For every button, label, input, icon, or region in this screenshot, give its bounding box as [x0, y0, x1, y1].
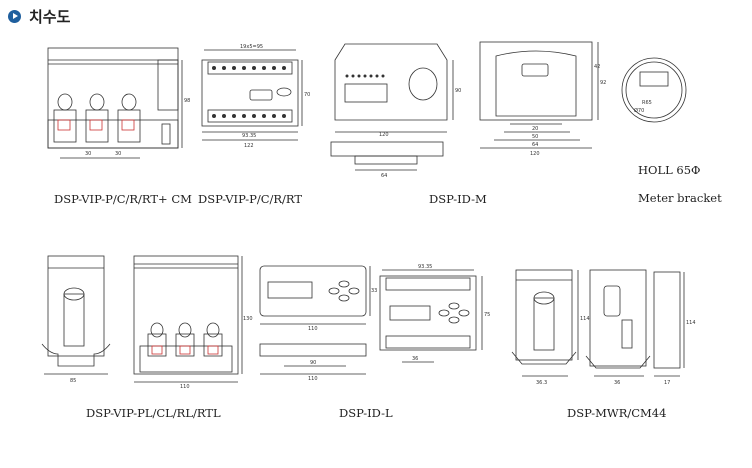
dim-42: 42	[594, 64, 600, 70]
dim-120b: 120	[530, 151, 540, 157]
dim-36c: 36	[614, 380, 620, 386]
dim-64b: 64	[532, 142, 538, 148]
caption-meter-bracket: Meter bracket	[638, 191, 722, 205]
dim-50: 50	[532, 134, 538, 140]
drawing-mwr-side: 36.3 114	[511, 269, 590, 386]
drawing-vip-pl-front: 110 130	[133, 255, 253, 390]
drawing-vip-pcrrt-cm: 30 30 98	[47, 47, 190, 159]
dim-85: 85	[70, 378, 76, 384]
drawing-id-m-rear: 20 50 64 120 92 42	[479, 41, 606, 157]
caption-vip-pcrrt: DSP-VIP-P/C/R/RT	[198, 192, 303, 206]
caption-id-m: DSP-ID-M	[429, 192, 487, 206]
dim-90: 90	[455, 88, 461, 94]
dim-o70: Ø70	[634, 107, 644, 114]
caption-mwr-cm44: DSP-MWR/CM44	[567, 406, 667, 420]
dim-93: 93.35	[242, 133, 256, 139]
dim-92: 92	[600, 80, 606, 86]
caption-holl: HOLL 65Φ	[638, 163, 701, 177]
dim-70: 70	[304, 92, 310, 98]
dim-r65: R65	[642, 100, 652, 106]
dim-30a: 30	[85, 151, 91, 157]
drawing-id-l-mounted: 93.35 36 75	[379, 264, 490, 363]
drawing-holl-65: R65 Ø70	[621, 57, 687, 123]
drawing-mwr-front: 36 114 17	[585, 269, 696, 386]
dim-36b: 36.3	[536, 380, 547, 386]
drawing-vip-pcrrt: 19x5=95 70 93.35 122	[201, 44, 310, 149]
dim-93b: 93.35	[418, 264, 432, 270]
dim-114b: 114	[686, 320, 696, 326]
caption-vip-pcrrt-cm: DSP-VIP-P/C/R/RT+ CM	[54, 192, 192, 206]
drawing-vip-pl-side: 85	[41, 255, 111, 384]
dim-130: 130	[243, 316, 253, 322]
caption-id-l: DSP-ID-L	[339, 406, 393, 420]
drawing-id-m: 120 64 90	[330, 43, 461, 179]
dim-98a: 98	[184, 98, 190, 104]
section-title: 치수도	[29, 8, 71, 26]
dim-17: 17	[664, 380, 670, 386]
dim-75: 75	[484, 312, 490, 318]
dim-120a: 120	[379, 132, 389, 138]
dim-64a: 64	[381, 173, 387, 179]
dim-110a: 110	[180, 384, 190, 390]
dim-110b: 110	[308, 326, 318, 332]
dim-33: 33	[371, 288, 377, 294]
dim-20: 20	[532, 126, 538, 132]
dim-110c: 110	[308, 376, 318, 382]
dim-114a: 114	[580, 316, 590, 322]
dim-19x5: 19x5=95	[240, 44, 263, 50]
dim-36: 36	[412, 356, 418, 362]
section-header: 치수도	[8, 6, 70, 27]
dim-90b: 90	[310, 360, 316, 366]
drawing-id-l: 110 33 90 110	[259, 265, 377, 382]
dim-30b: 30	[115, 151, 121, 157]
dim-122: 122	[244, 143, 254, 149]
bullet-arrow-icon	[8, 10, 21, 23]
caption-vip-plclrlrtl: DSP-VIP-PL/CL/RL/RTL	[86, 406, 221, 420]
